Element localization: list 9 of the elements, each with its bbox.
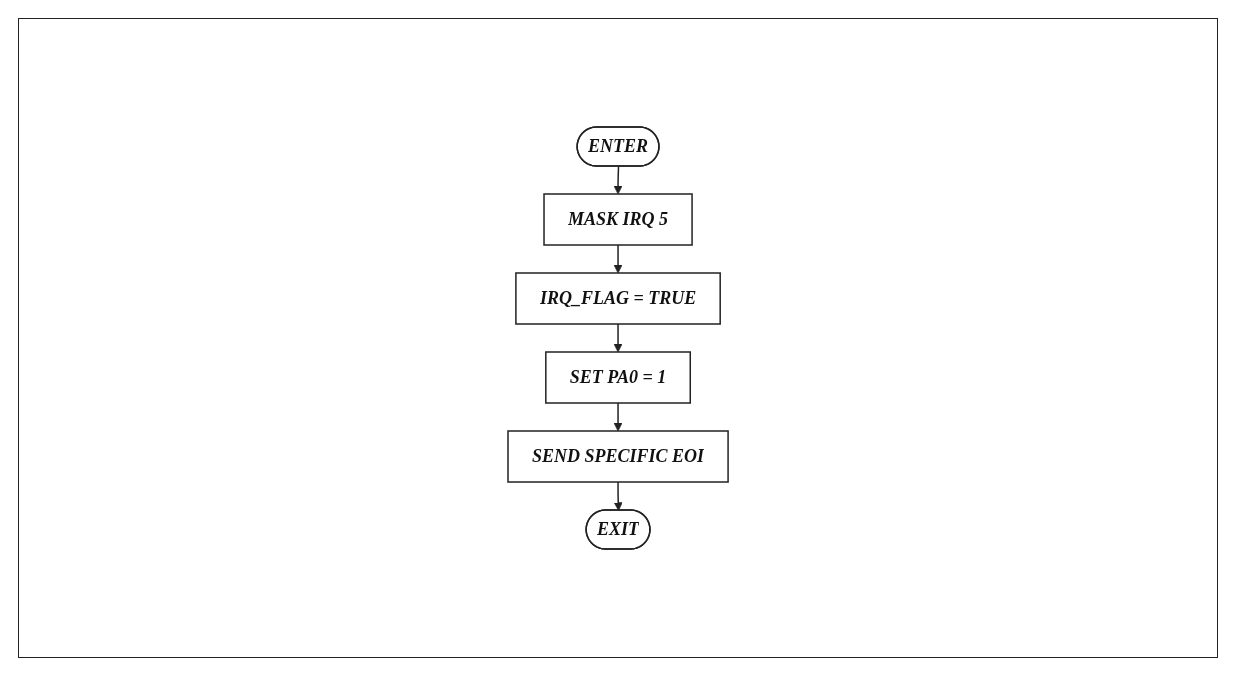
arrow xyxy=(613,165,623,195)
arrow xyxy=(613,244,623,274)
node-box: MASK IRQ 5 xyxy=(543,193,693,246)
arrow xyxy=(613,323,623,353)
node-box: SEND SPECIFIC EOI xyxy=(507,430,729,483)
arrow xyxy=(613,402,623,432)
arrow xyxy=(613,481,623,511)
node-box: SET PA0 = 1 xyxy=(545,351,691,404)
node-box: IRQ_FLAG = TRUE xyxy=(515,272,721,325)
